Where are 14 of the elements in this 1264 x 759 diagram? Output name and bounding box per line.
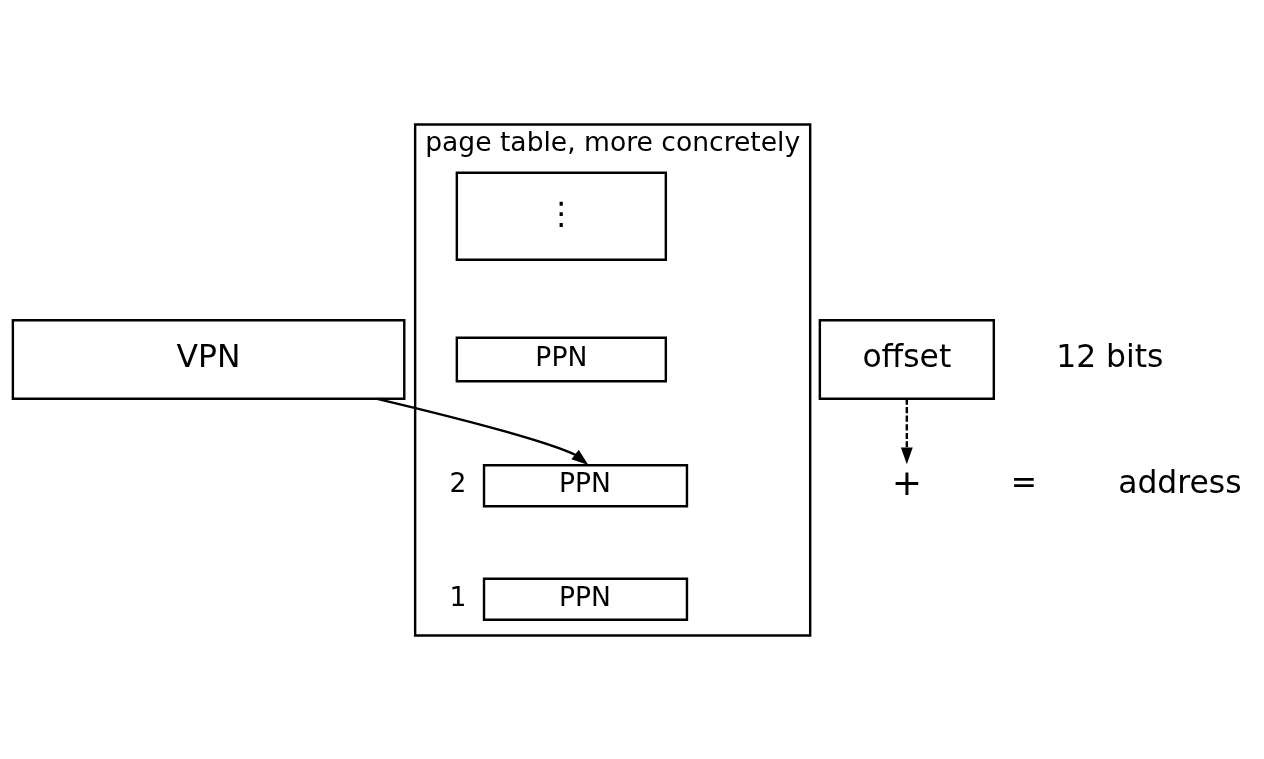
node-box: ⋮ [455,171,668,261]
label: = [1010,463,1038,500]
node-box: PPN [455,336,668,382]
node-box: offset [818,318,995,400]
arrow [376,397,589,465]
node-box: PPN [482,577,689,621]
label: 12 bits [1056,337,1164,374]
node-label: 2 [449,466,467,498]
label: address [1118,463,1242,500]
node-text: + [891,460,923,504]
arrow [900,398,913,464]
node-box: VPN [11,318,406,400]
node-box: PPN [482,463,689,507]
node-label: 1 [449,580,467,612]
